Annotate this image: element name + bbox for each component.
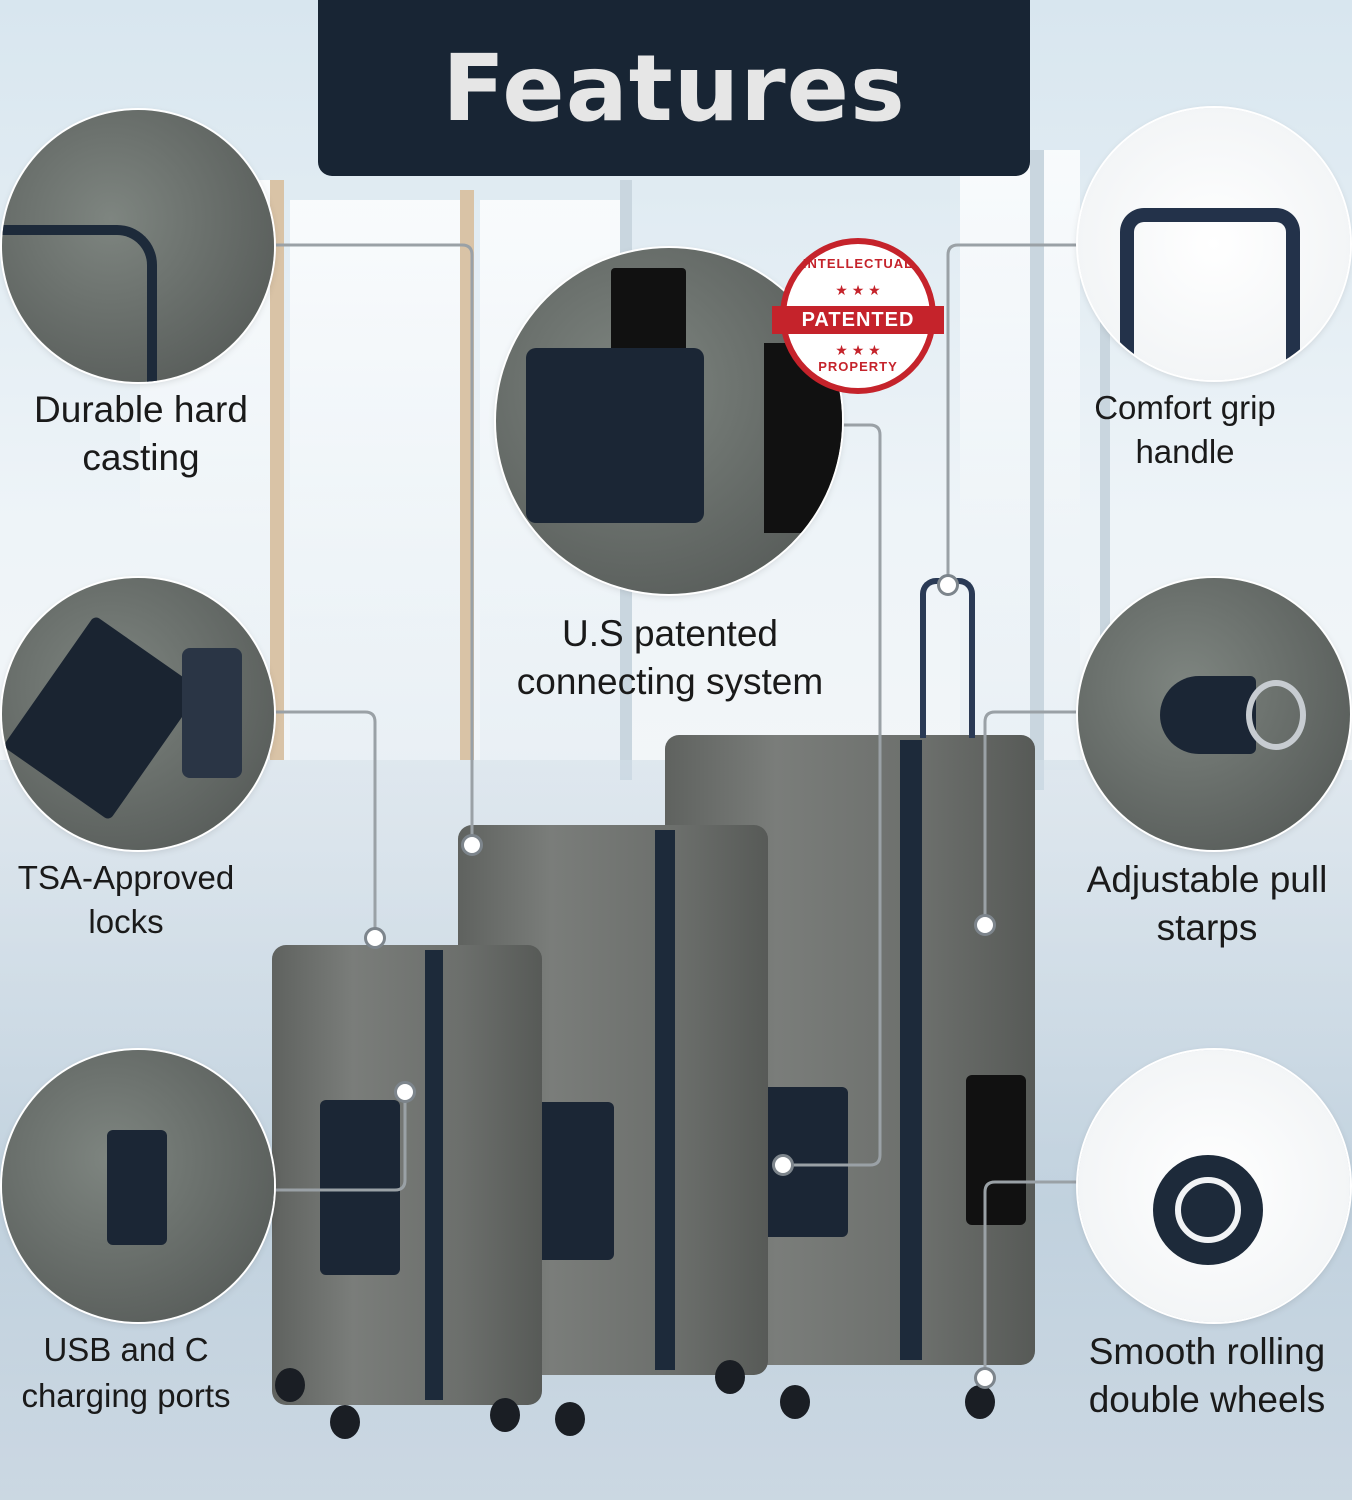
- wheel-rim: [1175, 1177, 1241, 1243]
- connector-detail: [496, 248, 842, 594]
- lock-body: [2, 615, 202, 821]
- callout-dot: [974, 914, 996, 936]
- tsa-lock-label: TSA-Approved locks: [0, 856, 252, 944]
- wheel: [330, 1405, 360, 1439]
- callout-dot: [364, 927, 386, 949]
- label-line: USB and C: [43, 1331, 209, 1368]
- d-ring: [1246, 680, 1306, 750]
- zipper: [655, 830, 675, 1370]
- edge-trim: [2, 225, 157, 382]
- wheel-detail: [1078, 1050, 1350, 1322]
- window-frame: [1100, 170, 1110, 770]
- combination-dial: [182, 648, 242, 778]
- label-line: locks: [88, 903, 164, 940]
- grip-handle-label: Comfort grip handle: [1060, 386, 1310, 474]
- callout-dot: [772, 1154, 794, 1176]
- window-frame: [1030, 150, 1044, 790]
- zipper: [425, 950, 443, 1400]
- callout-line: [275, 710, 377, 938]
- badge-stars: ★ ★ ★: [835, 282, 881, 298]
- usb-port-detail: [2, 1050, 274, 1322]
- label-line: handle: [1135, 433, 1235, 470]
- label-line: U.S patented: [562, 613, 778, 654]
- label-line: TSA-Approved: [17, 859, 235, 896]
- connector-slot: [611, 268, 686, 358]
- strap-tab: [1160, 676, 1256, 754]
- pull-strap-label: Adjustable pull starps: [1062, 856, 1352, 952]
- title-banner: Features: [318, 0, 1030, 176]
- wheel: [965, 1385, 995, 1419]
- small-suitcase: [272, 945, 542, 1405]
- wheel: [490, 1398, 520, 1432]
- patented-badge: INTELLECTUAL ★ ★ ★ PATENTED ★ ★ ★ PROPER…: [772, 238, 944, 394]
- wheel: [275, 1368, 305, 1402]
- tsa-lock-detail: [2, 578, 274, 850]
- label-line: charging ports: [21, 1377, 231, 1414]
- label-line: casting: [82, 437, 200, 478]
- grip-handle-detail: [1078, 108, 1350, 380]
- callout-line: [946, 243, 1078, 585]
- callout-dot: [937, 574, 959, 596]
- callout-dot: [461, 834, 483, 856]
- window-pane: [960, 150, 1080, 770]
- label-line: double wheels: [1088, 1379, 1326, 1420]
- callout-line: [783, 423, 882, 1167]
- handle-grip: [1120, 208, 1300, 380]
- pull-strap-detail: [1078, 578, 1350, 850]
- connector-plate: [526, 348, 704, 523]
- wheel: [715, 1360, 745, 1394]
- badge-band-text: PATENTED: [772, 306, 944, 334]
- label-line: Comfort grip: [1094, 389, 1276, 426]
- badge-stars: ★ ★ ★: [835, 342, 881, 358]
- wheel: [780, 1385, 810, 1419]
- callout-line: [983, 1180, 1078, 1378]
- connector-plate: [966, 1075, 1026, 1225]
- badge-bottom-text: PROPERTY: [818, 359, 898, 374]
- usb-port-label: USB and C charging ports: [0, 1327, 252, 1419]
- callout-line: [275, 1092, 407, 1192]
- label-line: connecting system: [516, 661, 824, 702]
- connecting-system-label: U.S patented connecting system: [480, 610, 860, 706]
- usb-port: [107, 1130, 167, 1245]
- label-line: Smooth rolling: [1088, 1331, 1326, 1372]
- callout-dot: [394, 1081, 416, 1103]
- wheels-label: Smooth rolling double wheels: [1062, 1328, 1352, 1424]
- callout-line: [983, 710, 1078, 925]
- connector-plate: [320, 1100, 400, 1275]
- durable-casting-detail: [2, 110, 274, 382]
- window-frame: [270, 180, 284, 760]
- callout-line: [275, 243, 474, 845]
- double-wheel: [1153, 1155, 1263, 1265]
- durable-casting-label: Durable hard casting: [0, 386, 282, 482]
- zipper: [900, 740, 922, 1360]
- label-line: Adjustable pull: [1086, 859, 1328, 900]
- window-pane: [290, 200, 460, 760]
- badge-top-text: INTELLECTUAL: [802, 256, 914, 271]
- label-line: starps: [1156, 907, 1258, 948]
- callout-dot: [974, 1367, 996, 1389]
- label-line: Durable hard: [34, 389, 248, 430]
- wheel: [555, 1402, 585, 1436]
- page-title: Features: [442, 34, 906, 142]
